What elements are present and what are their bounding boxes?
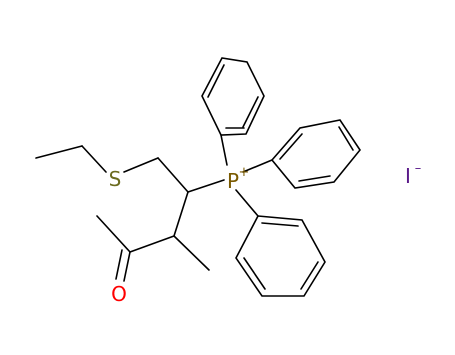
- bond-ch-ch: [173, 191, 189, 237]
- phenyl-ring-bottom: [235, 215, 326, 297]
- phenyl-right-inner-3: [298, 175, 331, 182]
- bond-ethyl-ch2-s: [81, 145, 107, 173]
- phosphorus-charge: +: [239, 165, 250, 180]
- phenyl-bottom-inner-2: [300, 261, 319, 290]
- phenyl-top-inner-2: [242, 96, 259, 128]
- sulfur-label: S: [109, 167, 122, 191]
- bond-p-phenyl-top: [220, 134, 228, 166]
- bond-ethyl-ch3-ch2: [35, 145, 83, 159]
- bond-ch-methyl: [173, 235, 210, 271]
- iodine-label: I: [405, 164, 411, 188]
- phenyl-top-inner-1: [207, 64, 225, 98]
- bond-co-2: [115, 249, 123, 280]
- bond-ch2-ch: [157, 157, 189, 193]
- phenyl-ring-top: [201, 57, 265, 136]
- phenyl-bottom-inner-3: [243, 257, 266, 290]
- phenyl-right-inner-1: [279, 133, 303, 160]
- phenyl-bottom-inner-1: [261, 222, 299, 227]
- bond-ch-carbonyl: [129, 235, 175, 253]
- bond-carbonyl-methyl: [96, 215, 131, 253]
- bonds: [35, 57, 361, 297]
- bond-p-phenyl-right: [242, 159, 273, 173]
- oxygen-label: O: [111, 282, 127, 306]
- bond-co-1: [123, 251, 131, 282]
- phosphorus-label: P: [227, 169, 239, 193]
- bond-ch-p: [187, 179, 225, 193]
- bond-s-ch2: [123, 157, 159, 173]
- bond-p-phenyl-bottom: [235, 189, 259, 217]
- phenyl-right-inner-2: [338, 126, 354, 151]
- phenyl-ring-right: [270, 119, 361, 189]
- iodide-charge: –: [415, 161, 422, 176]
